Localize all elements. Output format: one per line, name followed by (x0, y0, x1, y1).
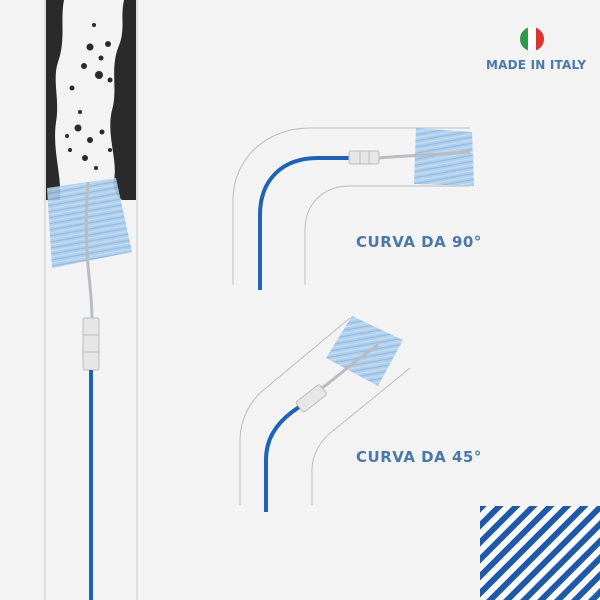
clog-left-wall (46, 0, 64, 200)
debris (65, 23, 113, 170)
brush-head-icon (47, 178, 132, 268)
connector-icon (295, 384, 327, 413)
blue-cable-45 (264, 403, 304, 512)
vertical-pipe (44, 0, 138, 600)
curve-45-label: CURVA DA 45° (356, 448, 482, 466)
connector-icon (348, 150, 380, 165)
curve-90-label: CURVA DA 90° (356, 233, 482, 251)
brush-head-icon (326, 316, 403, 386)
clog-right-wall (110, 0, 136, 200)
bend-90-illustration (232, 127, 474, 290)
gray-cable (84, 181, 94, 319)
stripe-pattern-icon (480, 506, 600, 600)
bend-45-illustration (239, 316, 411, 512)
blue-cable-90 (258, 156, 350, 290)
brush-head-icon (414, 128, 474, 186)
made-in-italy-text: MADE IN ITALY (486, 58, 587, 72)
italian-flag-icon (520, 27, 544, 51)
connector-icon (82, 317, 100, 371)
